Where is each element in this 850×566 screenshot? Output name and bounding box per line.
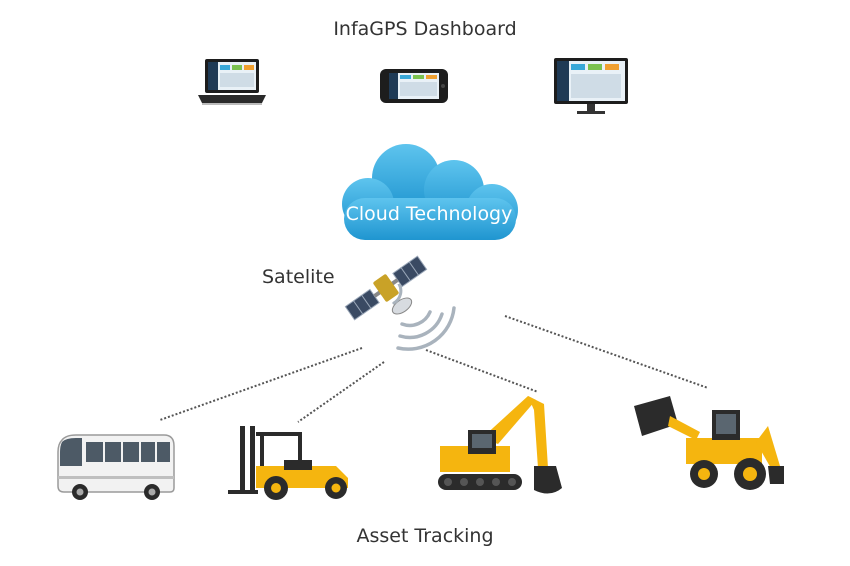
satellite-icon	[344, 255, 428, 321]
backhoe-loader-icon	[634, 396, 784, 490]
cloud-label: Cloud Technology	[345, 203, 513, 225]
diagram-title: InfaGPS Dashboard	[333, 18, 517, 40]
monitor-icon	[554, 58, 628, 114]
phone-icon	[380, 69, 448, 103]
satellite-label: Satelite	[262, 266, 335, 288]
asset-tracking-label: Asset Tracking	[356, 525, 494, 547]
excavator-icon	[438, 396, 562, 494]
bus-icon	[57, 434, 175, 500]
forklift-icon	[228, 426, 348, 500]
link-line-bus	[159, 347, 363, 421]
link-line-forklift	[297, 361, 385, 423]
signal-waves-icon	[392, 284, 456, 351]
link-line-backhoe	[504, 315, 709, 389]
link-line-excavator	[425, 349, 539, 393]
cloud-icon	[342, 144, 518, 240]
laptop-icon	[198, 59, 266, 105]
